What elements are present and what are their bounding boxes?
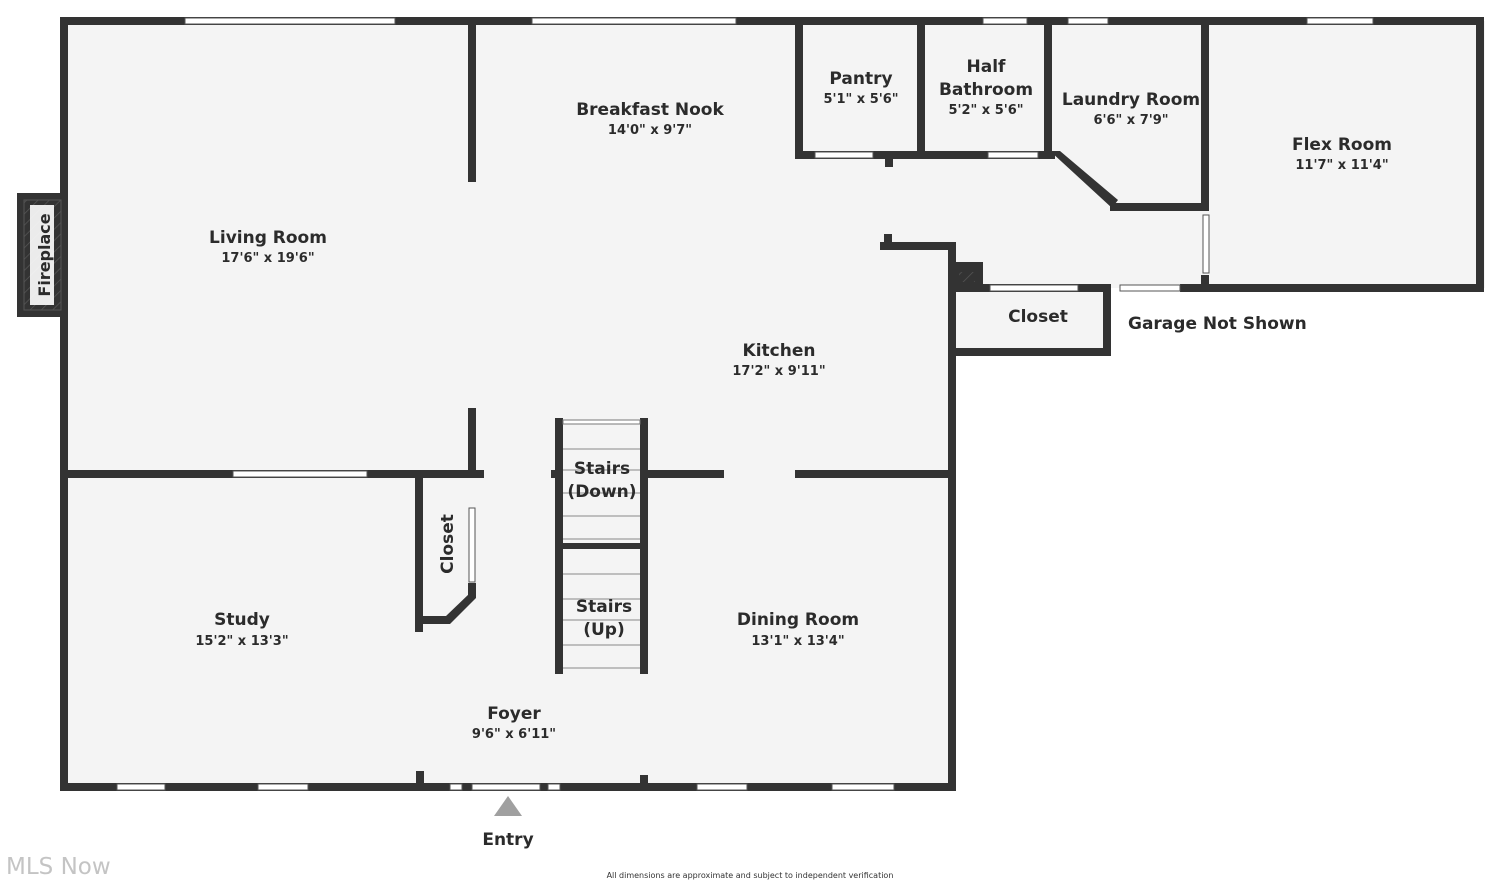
pantry-name: Pantry [829, 69, 892, 89]
room-labels: Living Room 17'6" x 19'6" Breakfast Nook… [195, 57, 1392, 742]
stairs-up-line1: Stairs [576, 597, 632, 617]
fireplace-label: Fireplace [35, 213, 54, 296]
windows [116, 17, 1374, 791]
closet-upper-name: Closet [1008, 307, 1068, 327]
breakfast-nook-dims: 14'0" x 9'7" [608, 123, 692, 138]
laundry-room-name: Laundry Room [1062, 90, 1200, 110]
half-bathroom-name-line2: Bathroom [939, 80, 1033, 100]
fireplace: Fireplace [17, 193, 67, 317]
foyer-dims: 9'6" x 6'11" [472, 727, 556, 742]
breakfast-nook-name: Breakfast Nook [576, 100, 724, 120]
laundry-room-dims: 6'6" x 7'9" [1093, 113, 1168, 128]
stairs-up-line2: (Up) [583, 620, 625, 640]
stairs-down-line1: Stairs [574, 459, 630, 479]
entry-label: Entry [482, 830, 533, 850]
dining-room-name: Dining Room [737, 610, 859, 630]
living-room-dims: 17'6" x 19'6" [221, 251, 314, 266]
study-name: Study [214, 610, 270, 630]
study-dims: 15'2" x 13'3" [195, 634, 288, 649]
garage-note: Garage Not Shown [1128, 314, 1307, 334]
pantry-dims: 5'1" x 5'6" [823, 92, 898, 107]
kitchen-name: Kitchen [743, 341, 816, 361]
dining-room-dims: 13'1" x 13'4" [751, 634, 844, 649]
entry-arrow-icon [494, 796, 522, 816]
disclaimer-text: All dimensions are approximate and subje… [607, 871, 894, 880]
stairs-down-line2: (Down) [567, 482, 636, 502]
flex-room-name: Flex Room [1292, 135, 1392, 155]
half-bathroom-dims: 5'2" x 5'6" [948, 103, 1023, 118]
mls-now-watermark: MLS Now [6, 854, 111, 880]
living-room-name: Living Room [209, 228, 327, 248]
closet-study-name: Closet [438, 514, 458, 574]
stair-treads [562, 419, 641, 669]
floor-area [64, 21, 1485, 787]
foyer-name: Foyer [487, 704, 541, 724]
kitchen-dims: 17'2" x 9'11" [732, 364, 825, 379]
half-bathroom-name-line1: Half [967, 57, 1007, 77]
flex-room-dims: 11'7" x 11'4" [1295, 158, 1388, 173]
